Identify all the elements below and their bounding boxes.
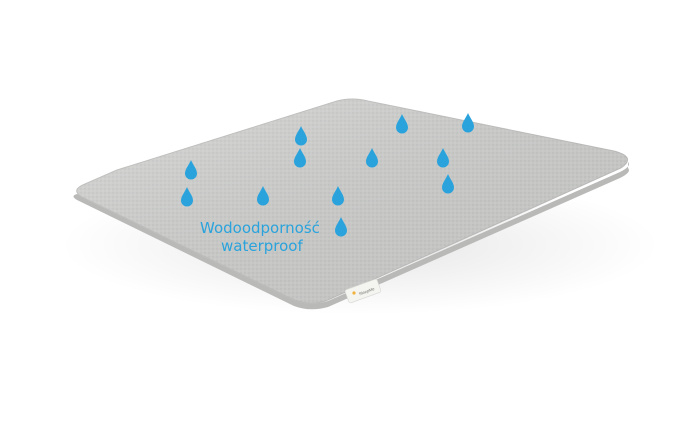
- water-drop-icon: [257, 186, 269, 206]
- water-drop-icon: [396, 114, 408, 134]
- water-drop-icon: [185, 160, 197, 180]
- water-drop-icon: [462, 113, 474, 133]
- caption-polish: Wodoodporność: [200, 219, 320, 237]
- water-drop-icon: [332, 186, 344, 206]
- water-drop-icon: [442, 174, 454, 194]
- water-drop-icon: [437, 148, 449, 168]
- product-tag: SleepMe: [344, 278, 382, 304]
- caption-english: waterproof: [221, 237, 303, 255]
- water-drop-icon: [295, 126, 307, 146]
- water-drop-icon: [294, 148, 306, 168]
- water-drops: [181, 113, 474, 237]
- water-drop-icon: [181, 187, 193, 207]
- water-drop-icon: [366, 148, 378, 168]
- mattress-sheen: [76, 99, 628, 304]
- product-tag-text: SleepMe: [358, 286, 376, 297]
- water-drop-icon: [335, 217, 347, 237]
